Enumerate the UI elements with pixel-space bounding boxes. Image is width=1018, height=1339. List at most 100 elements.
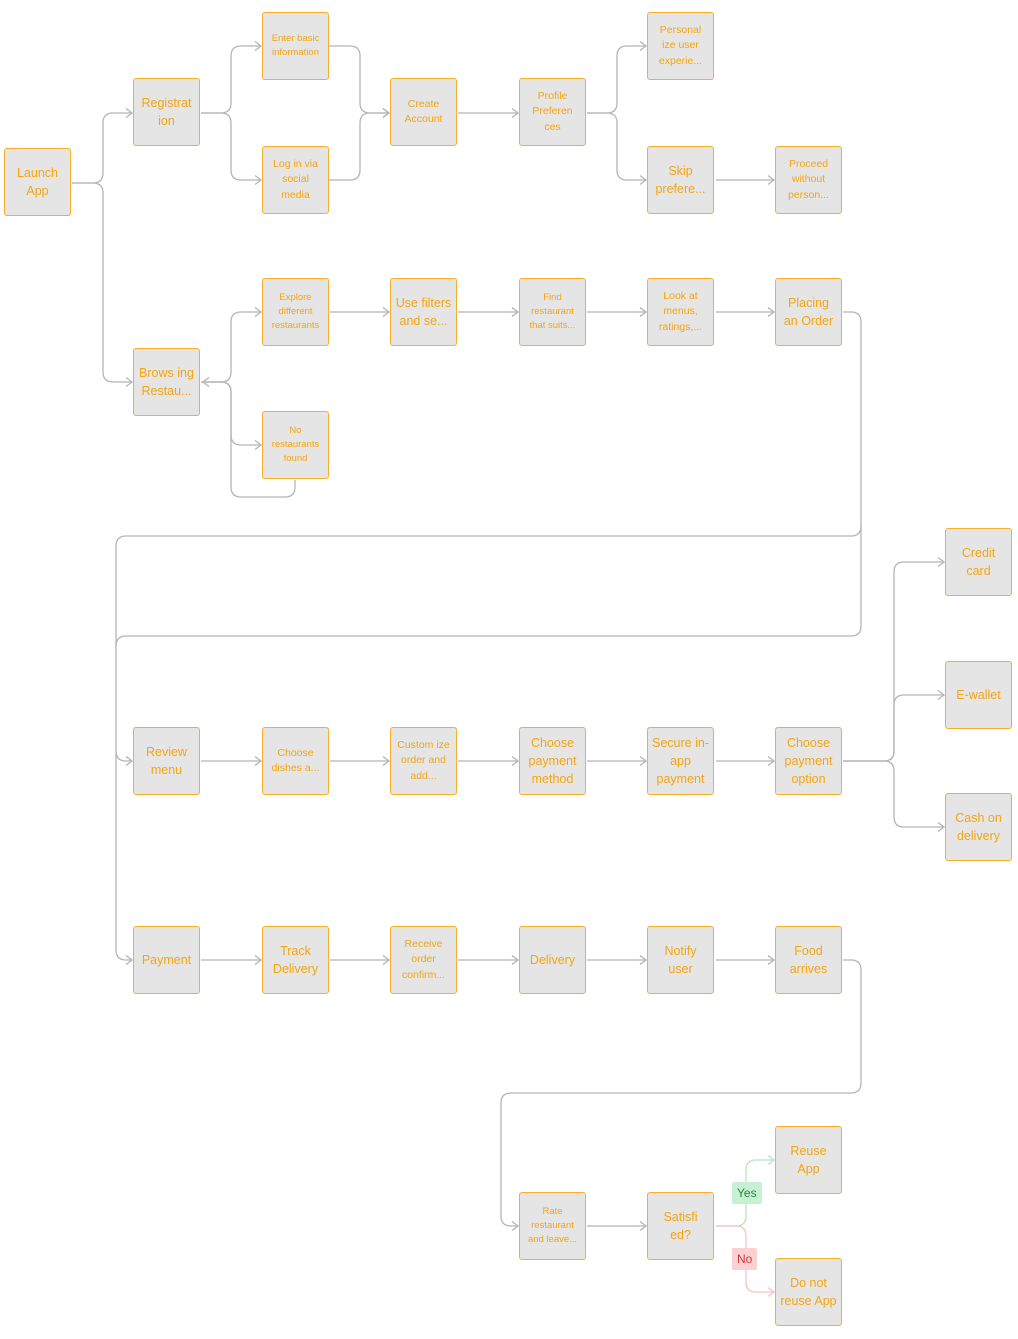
- node-label: Profile Preferen ces: [532, 90, 573, 133]
- edge-satisfied-yes-arrowhead: [767, 1154, 776, 1166]
- node-label: No restaurants found: [271, 425, 320, 464]
- node-label: Secure in-app payment: [652, 735, 709, 787]
- node-food-arrives[interactable]: Food arrives: [775, 926, 842, 994]
- edge-social-create-arrowhead: [382, 107, 391, 119]
- node-payment[interactable]: Payment: [133, 926, 200, 994]
- edge-create-profile-arrowhead: [511, 107, 520, 119]
- node-track-delivery[interactable]: Track Delivery: [262, 926, 329, 994]
- node-enter-basic-info[interactable]: Enter basic information: [262, 12, 329, 80]
- edge-registration-basic-arrowhead: [254, 40, 263, 52]
- edge-profile-personalize: [587, 45, 646, 114]
- edge-placing-review: [115, 311, 862, 762]
- edge-placing-review-secondary: [115, 526, 862, 647]
- edge-profile-personalize-arrowhead: [639, 40, 648, 52]
- node-do-not-reuse[interactable]: Do not reuse App: [775, 1258, 842, 1326]
- node-label: Receive order confirm...: [401, 938, 446, 981]
- node-choose-payment-method[interactable]: Choose payment method: [519, 727, 586, 795]
- node-find-restaurant[interactable]: Find restaurant that suits...: [519, 278, 586, 346]
- node-label: Satisfi ed?: [663, 1209, 698, 1242]
- node-label: Review menu: [146, 744, 187, 777]
- node-look-at-menus[interactable]: Look at menus, ratings,...: [647, 278, 714, 346]
- edge-skip-proceed-arrowhead: [767, 174, 776, 186]
- node-label: Reuse App: [790, 1143, 827, 1176]
- node-label: Proceed without person...: [788, 158, 829, 201]
- edge-basic-create: [329, 45, 389, 114]
- node-customize-order[interactable]: Custom ize order and add...: [390, 727, 457, 795]
- node-browsing[interactable]: Brows ing Restau...: [133, 348, 200, 416]
- edge-to-payment: [115, 751, 132, 961]
- node-receive-confirmation[interactable]: Receive order confirm...: [390, 926, 457, 994]
- edge-rate-satisfied-arrowhead: [639, 1220, 648, 1232]
- node-placing-order[interactable]: Placing an Order: [775, 278, 842, 346]
- node-no-restaurants[interactable]: No restaurants found: [262, 411, 329, 479]
- node-cash-on-delivery[interactable]: Cash on delivery: [945, 793, 1012, 861]
- node-label: Enter basic information: [271, 33, 320, 58]
- node-label: Food arrives: [789, 943, 828, 976]
- node-review-menu[interactable]: Review menu: [133, 727, 200, 795]
- node-credit-card[interactable]: Credit card: [945, 528, 1012, 596]
- edge-option-ewallet: [843, 694, 944, 762]
- node-label: Notify user: [664, 943, 697, 976]
- node-proceed-without[interactable]: Proceed without person...: [775, 146, 842, 214]
- node-launch-app[interactable]: Launch App: [4, 148, 71, 216]
- node-label: Do not reuse App: [780, 1275, 837, 1308]
- node-label: Launch App: [16, 165, 58, 198]
- edge-payment-track-arrowhead: [254, 954, 263, 966]
- edge-launch-registration-arrowhead: [125, 107, 134, 119]
- edge-option-cash-arrowhead: [937, 821, 946, 833]
- edge-profile-skip: [587, 112, 646, 181]
- edge-option-ewallet-arrowhead: [937, 689, 946, 701]
- node-label: Explore different restaurants: [271, 292, 320, 331]
- node-label: Credit card: [961, 545, 996, 578]
- edge-social-create: [329, 112, 389, 181]
- node-use-filters[interactable]: Use filters and se...: [390, 278, 457, 346]
- node-log-in-social[interactable]: Log in via social media: [262, 146, 329, 214]
- node-choose-dishes[interactable]: Choose dishes a...: [262, 727, 329, 795]
- edge-secure-option-arrowhead: [767, 755, 776, 767]
- node-delivery[interactable]: Delivery: [519, 926, 586, 994]
- node-notify-user[interactable]: Notify user: [647, 926, 714, 994]
- node-rate-restaurant[interactable]: Rate restaurant and leave...: [519, 1192, 586, 1260]
- node-profile-preferences[interactable]: Profile Preferen ces: [519, 78, 586, 146]
- edge-browsing-none-arrowhead: [254, 439, 263, 451]
- node-e-wallet[interactable]: E-wallet: [945, 661, 1012, 729]
- node-label: Look at menus, ratings,...: [658, 290, 703, 333]
- node-label: E-wallet: [956, 687, 1001, 702]
- edge-browsing-explore-arrowhead: [254, 306, 263, 318]
- node-label: Cash on delivery: [955, 810, 1002, 843]
- node-label: Rate restaurant and leave...: [527, 1206, 578, 1245]
- edge-registration-basic: [201, 45, 261, 114]
- edge-placing-review-arrowhead: [125, 755, 134, 767]
- yes-branch-label: Yes: [732, 1182, 762, 1204]
- node-label: Choose payment option: [784, 735, 833, 787]
- edge-customize-method-arrowhead: [511, 755, 520, 767]
- edge-food-rate-arrowhead: [511, 1220, 520, 1232]
- node-explore-restaurants[interactable]: Explore different restaurants: [262, 278, 329, 346]
- node-label: Use filters and se...: [395, 295, 452, 328]
- node-label: Delivery: [529, 952, 576, 967]
- edge-option-cash: [843, 760, 944, 828]
- node-skip-preferences[interactable]: Skip prefere...: [647, 146, 714, 214]
- node-create-account[interactable]: Create Account: [390, 78, 457, 146]
- edge-registration-social-arrowhead: [254, 174, 263, 186]
- edge-notify-food-arrowhead: [767, 954, 776, 966]
- edge-dishes-customize-arrowhead: [382, 755, 391, 767]
- node-secure-payment[interactable]: Secure in-app payment: [647, 727, 714, 795]
- edge-filters-find-arrowhead: [511, 306, 520, 318]
- node-satisfied[interactable]: Satisfi ed?: [647, 1192, 714, 1260]
- node-label: Registrat ion: [141, 95, 192, 128]
- edge-browsing-explore: [201, 311, 261, 383]
- edge-explore-filters-arrowhead: [382, 306, 391, 318]
- node-reuse-app[interactable]: Reuse App: [775, 1126, 842, 1194]
- node-personalize[interactable]: Personal ize user experie...: [647, 12, 714, 80]
- node-registration[interactable]: Registrat ion: [133, 78, 200, 146]
- no-branch-label: No: [732, 1248, 758, 1270]
- node-label: Choose payment method: [528, 735, 577, 787]
- edge-track-receive-arrowhead: [382, 954, 391, 966]
- node-label: Brows ing Restau...: [139, 365, 194, 398]
- node-choose-payment-option[interactable]: Choose payment option: [775, 727, 842, 795]
- edge-look-placing-arrowhead: [767, 306, 776, 318]
- node-label: Personal ize user experie...: [658, 24, 703, 67]
- edge-food-rate: [500, 959, 862, 1227]
- node-label: Track Delivery: [272, 943, 319, 976]
